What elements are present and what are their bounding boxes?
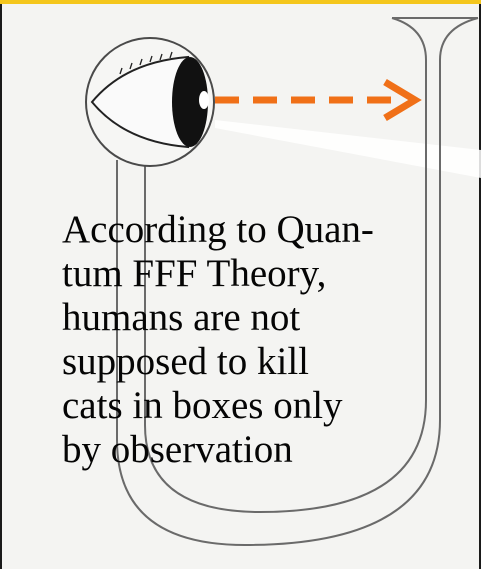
light-streak: [215, 120, 481, 178]
eye-icon: [85, 37, 215, 167]
arrow-head: [383, 78, 422, 122]
caption-line: by observation: [62, 428, 293, 471]
u-tube-icon: [116, 17, 479, 547]
dashed-arrow-icon: [215, 78, 422, 122]
pupil-highlight: [199, 91, 209, 109]
u-tube-outer-line: [116, 17, 479, 547]
caption-line: tum FFF Theory,: [62, 252, 327, 295]
iris: [172, 57, 208, 147]
top-accent-bar: [0, 0, 481, 4]
caption-text: According to Quan- tum FFF Theory, human…: [62, 208, 481, 472]
caption-line: According to Quan-: [62, 208, 374, 251]
eyelashes: [119, 51, 173, 75]
caption-line: cats in boxes only: [62, 384, 343, 427]
caption-line: humans are not: [62, 296, 301, 339]
panel-frame: [0, 4, 481, 569]
u-tube-inner-line: [144, 17, 427, 514]
caption-line: supposed to kill: [62, 340, 310, 383]
